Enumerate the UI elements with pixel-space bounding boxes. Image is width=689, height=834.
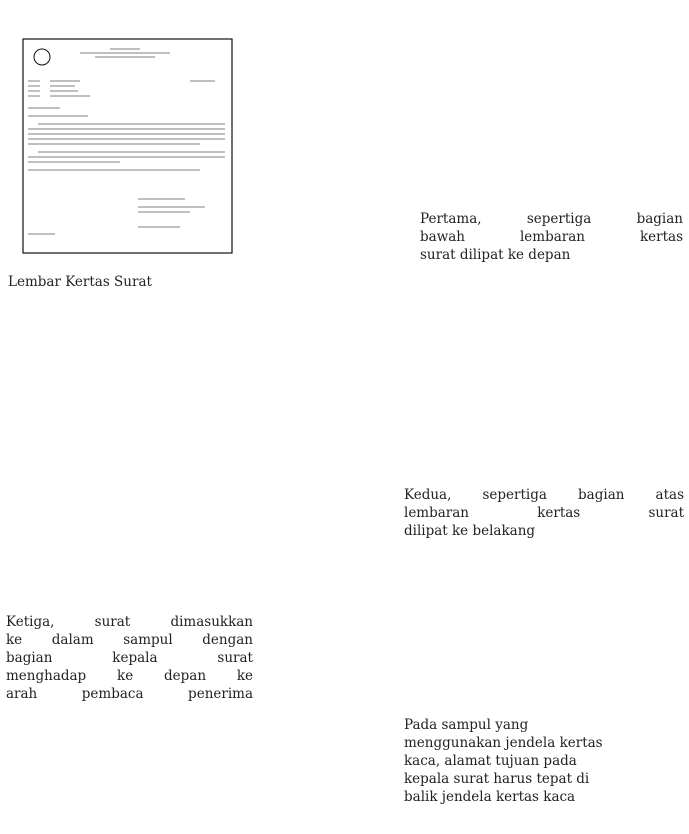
folding-diagram [22, 38, 233, 254]
caption-line: dilipat ke belakang [404, 523, 536, 539]
caption-line: kaca, alamat tujuan pada [404, 753, 577, 769]
caption-line: Kedua, sepertiga bagian atas [404, 487, 684, 503]
step1-caption: Pertama, sepertiga bagian bawah lembaran… [420, 210, 683, 264]
caption-line: menghadap ke depan ke [6, 668, 253, 684]
caption-line: menggunakan jendela kertas [404, 735, 603, 751]
caption-line: lembaran kertas surat [404, 505, 684, 521]
letter-sheet [22, 38, 233, 254]
step4-caption: Pada sampul yang menggunakan jendela ker… [404, 716, 684, 806]
caption-line: ke dalam sampul dengan [6, 632, 253, 648]
caption-line: Ketiga, surat dimasukkan [6, 614, 253, 630]
logo-circle [33, 48, 51, 66]
step2-caption: Kedua, sepertiga bagian atas lembaran ke… [404, 486, 684, 540]
caption-line: Pada sampul yang [404, 717, 529, 733]
step3-caption: Ketiga, surat dimasukkan ke dalam sampul… [6, 613, 253, 703]
letter-caption: Lembar Kertas Surat [8, 274, 152, 290]
caption-line: bagian kepala surat [6, 650, 253, 666]
caption-line: bawah lembaran kertas [420, 229, 683, 245]
caption-line: Pertama, sepertiga bagian [420, 211, 683, 227]
caption-line: arah pembaca penerima [6, 686, 253, 702]
caption-line: balik jendela kertas kaca [404, 789, 576, 805]
caption-line: kepala surat harus tepat di [404, 771, 590, 787]
caption-line: surat dilipat ke depan [420, 247, 571, 263]
